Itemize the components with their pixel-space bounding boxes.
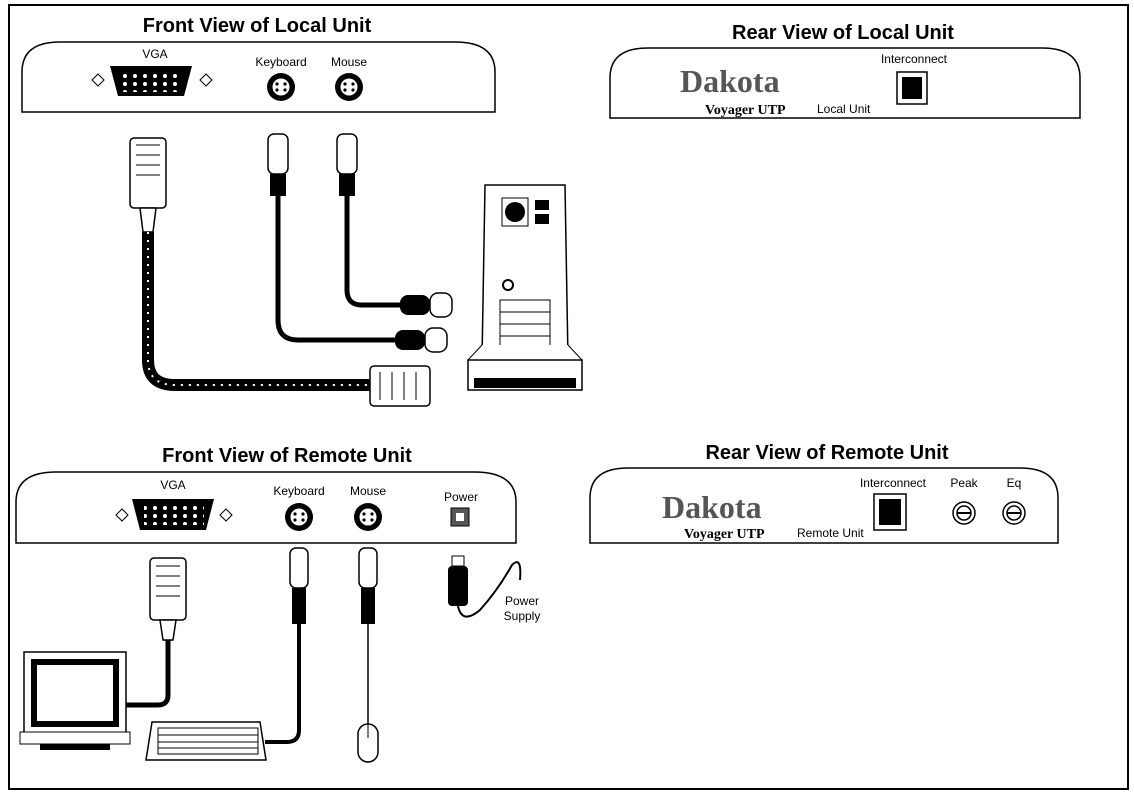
front-local-panel: Front View of Local Unit VGA Keyboard Mo… [21,15,496,113]
front-local-keyboard-label: Keyboard [255,55,306,69]
rear-local-housing [609,47,1081,119]
local-keyboard-cable [267,133,448,353]
power-supply-label-line1: Power [505,594,539,608]
peak-knob-icon [952,501,976,525]
front-local-title: Front View of Local Unit [143,15,372,37]
rear-remote-brand-logo: Dakota [662,489,762,525]
rear-local-title: Rear View of Local Unit [732,22,954,44]
keyboard [145,721,267,761]
rear-local-interconnect-port [896,71,928,105]
remote-mouse-cable [358,547,378,724]
rear-local-model-label: Voyager UTP [705,103,786,118]
local-mouse-cable [336,133,453,318]
front-remote-keyboard-port [285,503,313,531]
front-remote-mouse-label: Mouse [350,484,386,498]
front-remote-power-jack [450,507,470,527]
rear-remote-model-label: Voyager UTP [684,527,765,542]
rear-remote-title: Rear View of Remote Unit [705,442,948,464]
rear-local-interconnect-label: Interconnect [881,52,948,66]
front-local-mouse-port [335,73,363,101]
mouse [357,723,379,763]
front-local-vga-port [91,66,213,96]
rear-local-unit-label: Local Unit [817,102,871,116]
power-supply-cable [448,555,522,618]
monitor [19,651,131,750]
rear-remote-interconnect-label: Interconnect [860,476,927,490]
rear-remote-eq-label: Eq [1007,476,1022,490]
pc-tower [466,184,584,391]
rear-remote-housing [589,467,1059,544]
front-local-housing [21,41,496,113]
rear-local-brand-logo: Dakota [680,63,780,99]
front-remote-panel: Front View of Remote Unit VGA Keyboard M… [15,445,517,544]
local-vga-cable [129,137,431,407]
front-remote-vga-port [115,499,233,530]
front-remote-housing [15,471,517,544]
front-local-mouse-label: Mouse [331,55,367,69]
eq-knob-icon [1002,501,1026,525]
rear-remote-unit-label: Remote Unit [797,526,864,540]
rear-local-panel: Rear View of Local Unit Dakota Voyager U… [609,22,1081,119]
front-remote-title: Front View of Remote Unit [162,445,412,467]
front-local-keyboard-port [267,73,295,101]
power-supply-label-line2: Supply [504,609,541,623]
rear-remote-panel: Rear View of Remote Unit Dakota Voyager … [589,442,1059,544]
rear-remote-interconnect-port [873,493,907,531]
front-remote-power-label: Power [444,490,478,504]
rear-remote-peak-label: Peak [950,476,978,490]
diagram-frame [8,4,1129,790]
front-remote-mouse-port [354,503,382,531]
remote-vga-cable [125,557,187,708]
remote-keyboard-cable [265,547,309,744]
front-local-vga-label: VGA [142,47,167,61]
front-remote-vga-label: VGA [160,478,185,492]
front-remote-keyboard-label: Keyboard [273,484,324,498]
